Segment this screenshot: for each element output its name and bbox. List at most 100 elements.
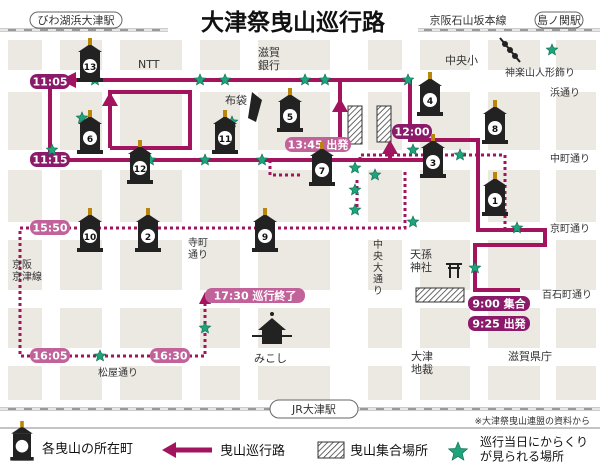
float-icon: 11: [212, 110, 238, 154]
city-block: [420, 40, 470, 70]
line-keihan-ishiyama: 京阪石山坂本線: [430, 13, 507, 27]
city-block: [200, 240, 240, 290]
karakuri-star-icon: [93, 349, 107, 362]
float-number: 4: [427, 97, 433, 107]
time-label: 13:45 出発: [288, 138, 350, 152]
city-block: [420, 308, 470, 348]
city-block: [488, 240, 540, 290]
karakuri-star-icon: [368, 168, 382, 181]
float-number: 6: [87, 135, 93, 145]
karakuri-star-icon: [198, 321, 212, 334]
label-ntt: NTT: [138, 58, 160, 71]
city-block: [8, 40, 42, 70]
karakuri-star-icon: [318, 73, 332, 86]
float-number: 8: [492, 125, 498, 135]
karakuri-star-icon: [255, 153, 269, 166]
time-badge: [30, 220, 70, 235]
time-badge: [205, 288, 305, 303]
time-label: 16:30: [152, 350, 187, 363]
city-block: [556, 240, 596, 290]
torii-icon: [446, 263, 462, 278]
karakuri-star-icon: [406, 215, 420, 228]
legend-assembly-swatch: [317, 441, 345, 459]
street-nakamachi: 中町通り: [550, 152, 590, 165]
city-block: [60, 308, 102, 348]
street-labels: 浜通り 中町通り 京町通り 百石町通り 寺町通り 松屋通り 京阪京津線 中央大通…: [12, 87, 592, 379]
label-chuo-elementary: 中央小: [445, 54, 478, 67]
place-labels: NTT 滋賀銀行 中央小 神楽山人形飾り 布袋 天孫神社 みこし 滋賀県庁 大津…: [138, 46, 575, 376]
legend-route-text: 曳山巡行路: [220, 443, 285, 459]
karakuri-star-icon: [348, 203, 362, 216]
station-hamaotsu: びわ湖浜大津駅: [38, 13, 115, 27]
city-block: [200, 366, 240, 400]
time-label: 12:00: [394, 126, 429, 139]
legend-float-text: 各曳山の所在町: [42, 441, 133, 457]
time-label: 17:30 巡行終了: [214, 289, 297, 303]
karakuri-star-icon: [545, 43, 559, 56]
city-block: [556, 92, 596, 150]
label-tenson-shrine: 天孫神社: [410, 248, 432, 274]
city-block: [8, 170, 42, 222]
karakuri-star-icon: [193, 73, 207, 86]
city-block: [258, 366, 330, 400]
float-icon: 5: [277, 88, 303, 132]
float-number: 2: [145, 233, 151, 243]
float-number: 1: [492, 197, 498, 207]
city-block: [556, 170, 596, 222]
float-number: 12: [134, 165, 147, 175]
float-number: 13: [84, 63, 97, 73]
time-badge: [392, 124, 432, 139]
city-block: [200, 40, 240, 70]
time-badge: [30, 74, 70, 89]
legend-star-icon: [447, 441, 469, 461]
float-number: 11: [219, 135, 232, 145]
karakuri-star-icon: [298, 73, 312, 86]
city-block: [556, 308, 596, 348]
time-label: 9:00 集合: [472, 297, 526, 311]
street-chuo-odori: 中央大通り: [373, 238, 383, 297]
title-background: [168, 6, 418, 36]
float-number: 3: [430, 159, 436, 169]
karakuri-star-icon: [348, 183, 362, 196]
station-jr-otsu: JR大津駅: [291, 402, 336, 416]
karakuri-star-icon: [406, 143, 420, 156]
float-icon: 12: [127, 140, 153, 184]
label-fukuro: 布袋: [225, 93, 247, 107]
city-block: [8, 308, 42, 348]
karakuri-star-icon: [348, 161, 362, 174]
city-block: [8, 92, 42, 150]
float-number: 10: [84, 233, 97, 243]
time-label: 15:50: [32, 222, 67, 235]
float-icon: 7: [309, 142, 335, 186]
label-mikoshi: みこし: [254, 352, 287, 365]
city-block: [120, 40, 182, 70]
legend: 各曳山の所在町 曳山巡行路 曳山集合場所 巡行当日にからくりが見られる場所: [0, 421, 600, 463]
time-badge: [468, 316, 530, 331]
assembly-areas: [347, 105, 465, 303]
karakuri-star-icon: [198, 153, 212, 166]
street-hyakkoku: 百石町通り: [542, 289, 592, 301]
float-icon: 2: [135, 208, 161, 252]
street-matsuya: 松屋通り: [98, 366, 138, 379]
street-hama: 浜通り: [550, 87, 580, 99]
float-icon: 3: [420, 134, 446, 178]
time-label: 16:05: [32, 350, 67, 363]
mikoshi-icon: [252, 312, 292, 344]
city-block: [368, 40, 402, 70]
time-badge: [30, 348, 70, 363]
karakuri-star-icon: [45, 143, 59, 156]
city-block: [60, 366, 102, 400]
legend-karakuri-text: 巡行当日にからくりが見られる場所: [480, 435, 588, 463]
city-block: [8, 240, 42, 290]
city-block: [8, 366, 42, 400]
label-district-court: 大津地裁: [411, 349, 433, 376]
legend-float-icon: [10, 421, 34, 461]
float-icon: 10: [77, 208, 103, 252]
city-block: [120, 170, 182, 222]
legend-assembly-text: 曳山集合場所: [350, 443, 428, 459]
city-block: [420, 366, 470, 400]
city-block: [200, 170, 240, 222]
